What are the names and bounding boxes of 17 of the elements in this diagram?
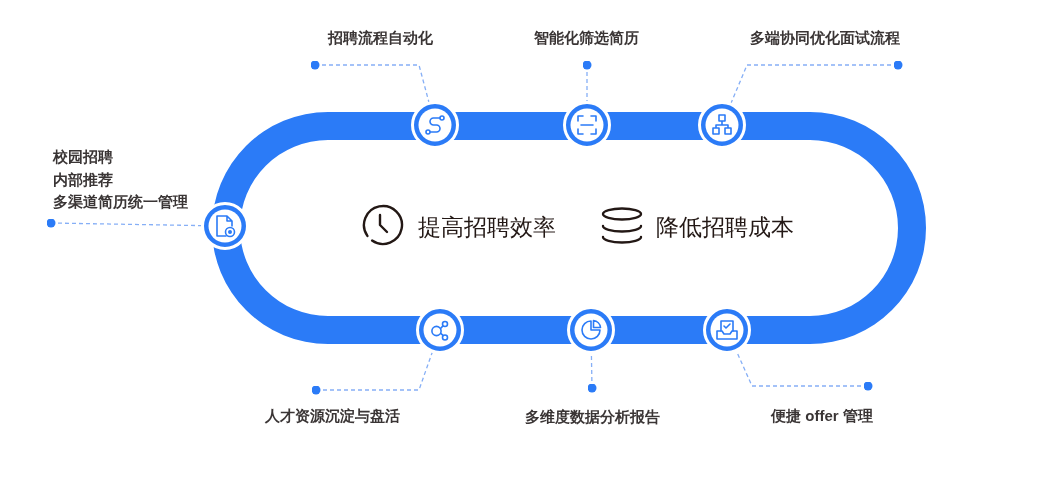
feature-label: 人才资源沉淀与盘活 <box>264 407 400 425</box>
feature-label: 招聘流程自动化 <box>327 29 433 47</box>
leader-line <box>46 218 202 228</box>
leader-line <box>730 60 903 104</box>
feature-label: 校园招聘 <box>53 147 113 167</box>
benefit-label: 降低招聘成本 <box>656 213 794 241</box>
feature-label: 内部推荐 <box>53 169 113 190</box>
benefit-label: 提高招聘效率 <box>418 213 556 241</box>
feature-label: 智能化筛选简历 <box>533 29 639 47</box>
leader-line <box>587 353 597 393</box>
feature-label: 多维度数据分析报告 <box>524 408 660 426</box>
leader-line <box>310 60 430 103</box>
feature-label: 多渠道简历统一管理 <box>53 192 188 212</box>
feature-label: 多端协同优化面试流程 <box>750 29 900 47</box>
feature-label: 便捷 offer 管理 <box>771 407 873 425</box>
leader-line <box>311 352 433 395</box>
leader-line <box>736 351 873 391</box>
